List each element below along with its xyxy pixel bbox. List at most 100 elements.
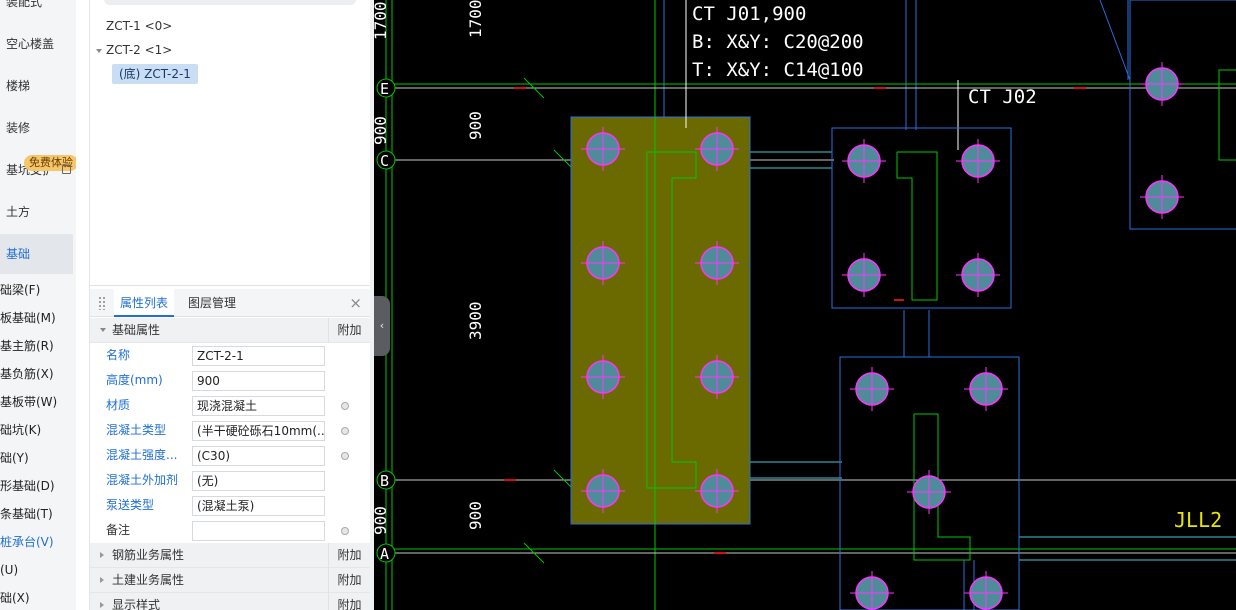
panel-splitter[interactable]	[370, 0, 374, 610]
category-item-decoration[interactable]: 装修	[6, 121, 31, 135]
dimension-3900: 3900	[466, 301, 485, 340]
prop-row-height: 高度(mm) 900	[90, 368, 370, 393]
category-item-hollow-floor[interactable]: 空心楼盖	[6, 37, 55, 51]
pile	[842, 253, 886, 297]
lock-icon	[62, 165, 71, 174]
pile	[581, 355, 625, 399]
axis-letter: E	[380, 80, 389, 98]
prop-value-input[interactable]: (C30)	[192, 446, 325, 466]
add-column-header: 附加	[328, 543, 370, 568]
prop-row-name: 名称 ZCT-2-1	[90, 343, 370, 368]
add-checkbox[interactable]	[341, 527, 349, 535]
category-sidebar: 装配式 空心楼盖 楼梯 装修 基坑支护 土方 基础 免费体验 础梁(F) 板基础…	[0, 0, 78, 610]
cad-drawing[interactable]: E C B A 1700 900 3900 900 1700 900 900	[374, 0, 1236, 610]
sub-item-foundation-y[interactable]: 础(Y)	[0, 451, 29, 465]
sub-item-raft-strip[interactable]: 基板带(W)	[0, 395, 58, 409]
prop-value-input[interactable]: (半干硬砼砾石10mm(...	[192, 421, 325, 441]
prop-value-input[interactable]: ZCT-2-1	[192, 346, 325, 366]
sub-item-pile-cap[interactable]: 桩承台(V)	[0, 535, 54, 549]
prop-label: 混凝土类型	[106, 423, 167, 437]
group-civil-properties[interactable]: 土建业务属性 附加	[90, 568, 370, 593]
pile-cap-right-upper[interactable]	[831, 127, 1012, 309]
prop-row-concrete-strength: 混凝土强度... (C30)	[90, 443, 370, 468]
pile-cap-selected[interactable]	[570, 116, 751, 525]
group-label: 显示样式	[112, 598, 161, 610]
axis-label-b: B	[376, 470, 396, 490]
prop-value-input[interactable]	[192, 521, 325, 541]
prop-row-material: 材质 现浇混凝土	[90, 393, 370, 418]
annotation-bottom-rebar: B: X&Y: C20@200	[692, 31, 864, 53]
pile	[695, 469, 739, 513]
pile-cap-far-right[interactable]	[1129, 0, 1236, 230]
close-icon[interactable]: ×	[349, 294, 362, 312]
sub-item-raft-main-rebar[interactable]: 基主筋(R)	[0, 339, 54, 353]
pile	[907, 470, 951, 514]
drag-grip-icon[interactable]	[98, 296, 106, 310]
tree-node-zct-1[interactable]: ZCT-1 <0>	[106, 16, 172, 36]
prop-value-input[interactable]: 900	[192, 371, 325, 391]
pile-cap-right-lower[interactable]	[839, 356, 1020, 610]
annotation-ct-j01: CT J01,900	[692, 3, 806, 25]
group-display-style[interactable]: 显示样式 附加	[90, 593, 370, 610]
prop-label: 泵送类型	[106, 498, 155, 512]
prop-label: 材质	[106, 398, 131, 412]
sub-item-foundation-pit[interactable]: 础坑(K)	[0, 423, 42, 437]
tab-property-list[interactable]: 属性列表	[114, 289, 175, 317]
axis-letter: B	[380, 472, 389, 490]
prop-row-concrete-type: 混凝土类型 (半干硬砼砾石10mm(...	[90, 418, 370, 443]
group-rebar-properties[interactable]: 钢筋业务属性 附加	[90, 543, 370, 568]
add-checkbox[interactable]	[341, 452, 349, 460]
group-label: 钢筋业务属性	[112, 548, 185, 562]
add-checkbox[interactable]	[341, 427, 349, 435]
prop-row-admixture: 混凝土外加剂 (无)	[90, 468, 370, 493]
prop-value-input[interactable]: (无)	[192, 471, 325, 491]
pile	[581, 127, 625, 171]
property-tab-bar: 属性列表 图层管理 ×	[90, 289, 370, 317]
axis-label-a: A	[376, 543, 396, 563]
prop-value-input[interactable]: (混凝土泵)	[192, 496, 325, 516]
pile	[964, 571, 1008, 610]
add-column-header: 附加	[328, 593, 370, 610]
caret-down-icon[interactable]	[96, 48, 102, 53]
sub-item-u[interactable]: (U)	[0, 563, 19, 577]
tree-node-label: ZCT-1 <0>	[106, 19, 173, 33]
group-label: 土建业务属性	[112, 573, 185, 587]
caret-down-icon	[100, 328, 106, 332]
sub-item-raft-neg-rebar[interactable]: 基负筋(X)	[0, 367, 54, 381]
pile	[1140, 175, 1184, 219]
sub-item-shaped-foundation[interactable]: 形基础(D)	[0, 479, 55, 493]
sub-item-foundation-beam[interactable]: 础梁(F)	[0, 283, 41, 297]
dimension-1700: 1700	[466, 0, 485, 38]
dimension-900-left-bottom: 900	[374, 506, 390, 535]
group-basic-properties[interactable]: 基础属性 附加	[90, 318, 370, 343]
prop-label: 高度(mm)	[106, 373, 163, 387]
category-item-prefab[interactable]: 装配式	[6, 0, 43, 9]
category-item-stairs[interactable]: 楼梯	[6, 79, 31, 93]
pile	[850, 571, 894, 610]
category-item-foundation[interactable]: 基础	[0, 234, 73, 274]
sub-item-raft-foundation[interactable]: 板基础(M)	[0, 311, 56, 325]
collapse-panel-button[interactable]: ‹	[374, 296, 390, 356]
add-checkbox[interactable]	[341, 402, 349, 410]
tree-node-zct-2-1[interactable]: (底) ZCT-2-1	[112, 64, 198, 84]
category-item-earthwork[interactable]: 土方	[6, 205, 31, 219]
axis-letter: C	[380, 152, 389, 170]
prop-row-remark: 备注	[90, 518, 370, 543]
sub-item-strip-foundation[interactable]: 条基础(T)	[0, 507, 53, 521]
tree-scroll-edge	[104, 0, 356, 5]
red-marks	[504, 87, 1086, 554]
pile	[695, 355, 739, 399]
prop-row-pump-type: 泵送类型 (混凝土泵)	[90, 493, 370, 518]
prop-value-input[interactable]: 现浇混凝土	[192, 396, 325, 416]
tab-layer-management[interactable]: 图层管理	[188, 296, 237, 310]
tree-node-zct-2[interactable]: ZCT-2 <1>	[96, 40, 172, 60]
axis-letter: A	[380, 545, 389, 563]
dimension-1700-left: 1700	[374, 1, 390, 40]
sub-item-x[interactable]: 础(X)	[0, 591, 30, 605]
grid-lines	[385, 0, 1236, 610]
caret-right-icon	[100, 577, 104, 583]
cad-drawing-canvas[interactable]: E C B A 1700 900 3900 900 1700 900 900	[374, 0, 1236, 610]
pile	[581, 469, 625, 513]
axis-label-e: E	[376, 78, 396, 98]
